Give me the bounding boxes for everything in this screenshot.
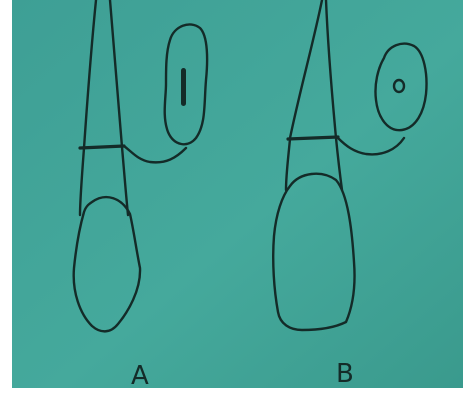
pulp-canal-slit-a <box>181 68 186 106</box>
panel-label-a: A <box>131 361 149 391</box>
cemento-enamel-line-a <box>80 146 124 148</box>
panel-label-b: B <box>336 359 354 389</box>
cemento-enamel-line-b <box>288 137 338 139</box>
